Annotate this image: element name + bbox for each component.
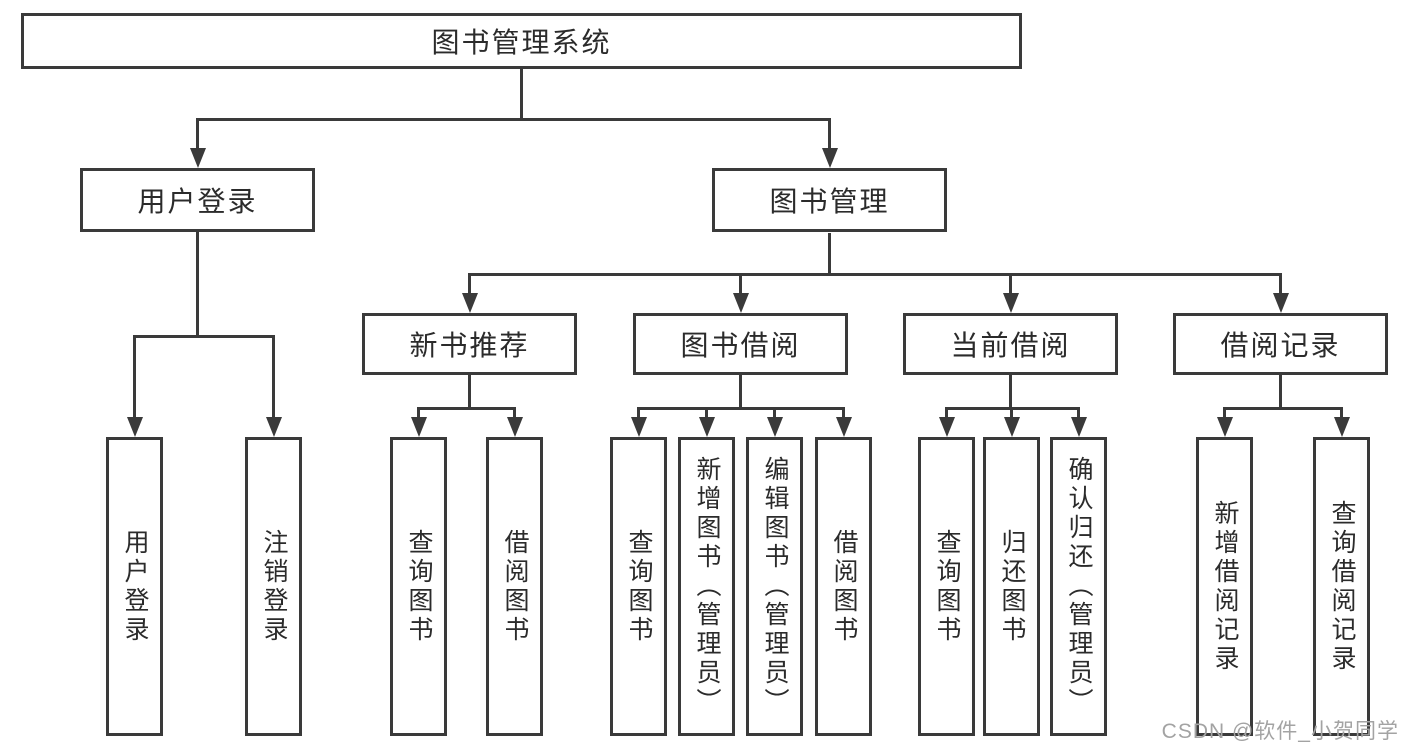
csdn-watermark: CSDN @软件_小贺同学	[1161, 720, 1399, 743]
node-label: 借阅记录	[1220, 330, 1341, 361]
leaf-label: 编辑图书（管理员）	[761, 456, 789, 717]
connector-line	[1009, 375, 1012, 410]
connector-line	[637, 407, 845, 410]
arrowhead-down-icon	[766, 417, 783, 437]
connector-line	[1279, 375, 1282, 410]
leaf-current-confirm-return-admin: 确认归还（管理员）	[1050, 437, 1107, 736]
arrowhead-down-icon	[1002, 293, 1019, 313]
leaf-label: 查询图书	[405, 528, 433, 645]
connector-line	[133, 335, 136, 421]
arrowhead-down-icon	[835, 417, 852, 437]
leaf-label: 新增借阅记录	[1211, 499, 1239, 674]
leaf-label: 查询图书	[625, 528, 653, 645]
connector-line	[773, 407, 776, 421]
node-library-management-system: 图书管理系统	[21, 13, 1022, 69]
leaf-records-query-borrow-record: 查询借阅记录	[1313, 437, 1370, 736]
connector-line	[1223, 407, 1226, 421]
leaf-label: 借阅图书	[501, 528, 529, 645]
node-new-book-recommend: 新书推荐	[362, 313, 577, 375]
connector-line	[468, 273, 1282, 276]
connector-line	[133, 335, 275, 338]
node-label: 新书推荐	[409, 330, 530, 361]
arrowhead-down-icon	[126, 417, 143, 437]
connector-line	[637, 407, 640, 421]
node-book-borrowing: 图书借阅	[633, 313, 848, 375]
arrowhead-down-icon	[1216, 417, 1233, 437]
connector-line	[196, 118, 199, 152]
connector-line	[513, 407, 516, 421]
connector-line	[196, 232, 199, 338]
arrowhead-down-icon	[461, 293, 478, 313]
arrowhead-down-icon	[630, 417, 647, 437]
connector-line	[739, 375, 742, 410]
leaf-records-add-borrow-record: 新增借阅记录	[1196, 437, 1253, 736]
arrowhead-down-icon	[1272, 293, 1289, 313]
node-label: 当前借阅	[950, 330, 1071, 361]
arrowhead-down-icon	[732, 293, 749, 313]
node-label: 图书借阅	[680, 330, 801, 361]
connector-line	[1010, 407, 1013, 421]
leaf-label: 查询借阅记录	[1328, 499, 1356, 674]
leaf-user-login: 用户登录	[106, 437, 163, 736]
connector-line	[828, 118, 831, 152]
leaf-label: 注销登录	[260, 528, 288, 645]
arrowhead-down-icon	[1070, 417, 1087, 437]
arrowhead-down-icon	[506, 417, 523, 437]
arrowhead-down-icon	[189, 148, 206, 168]
node-current-borrowing: 当前借阅	[903, 313, 1118, 375]
arrowhead-down-icon	[410, 417, 427, 437]
connector-line	[1223, 407, 1343, 410]
connector-line	[1279, 273, 1282, 297]
node-label: 用户登录	[137, 186, 258, 217]
connector-line	[417, 407, 420, 421]
leaf-borrowing-query-books: 查询图书	[610, 437, 667, 736]
node-book-management: 图书管理	[712, 168, 947, 232]
leaf-label: 新增图书（管理员）	[693, 456, 721, 717]
arrowhead-down-icon	[1003, 417, 1020, 437]
connector-line	[945, 407, 948, 421]
leaf-newbook-query-books: 查询图书	[390, 437, 447, 736]
leaf-label: 查询图书	[933, 528, 961, 645]
leaf-borrowing-add-books-admin: 新增图书（管理员）	[678, 437, 735, 736]
leaf-label: 归还图书	[998, 528, 1026, 645]
leaf-label: 借阅图书	[830, 528, 858, 645]
node-label: 图书管理	[769, 186, 890, 217]
connector-line	[1340, 407, 1343, 421]
arrowhead-down-icon	[938, 417, 955, 437]
connector-line	[1009, 273, 1012, 297]
node-borrowing-records: 借阅记录	[1173, 313, 1388, 375]
leaf-borrowing-edit-books-admin: 编辑图书（管理员）	[746, 437, 803, 736]
arrowhead-down-icon	[1333, 417, 1350, 437]
arrowhead-down-icon	[821, 148, 838, 168]
leaf-label: 用户登录	[121, 528, 149, 645]
connector-line	[842, 407, 845, 421]
node-label: 图书管理系统	[431, 27, 612, 58]
node-user-login: 用户登录	[80, 168, 315, 232]
arrowhead-down-icon	[698, 417, 715, 437]
connector-line	[272, 335, 275, 421]
connector-line	[468, 273, 471, 297]
connector-line	[417, 407, 516, 410]
connector-line	[196, 118, 831, 121]
connector-line	[705, 407, 708, 421]
leaf-current-query-books: 查询图书	[918, 437, 975, 736]
leaf-borrowing-borrow-books: 借阅图书	[815, 437, 872, 736]
connector-line	[828, 233, 831, 276]
connector-line	[1077, 407, 1080, 421]
connector-line	[739, 273, 742, 297]
arrowhead-down-icon	[265, 417, 282, 437]
leaf-current-return-books: 归还图书	[983, 437, 1040, 736]
leaf-newbook-borrow-books: 借阅图书	[486, 437, 543, 736]
leaf-logout: 注销登录	[245, 437, 302, 736]
connector-line	[520, 69, 523, 121]
leaf-label: 确认归还（管理员）	[1065, 456, 1093, 717]
connector-line	[468, 375, 471, 410]
